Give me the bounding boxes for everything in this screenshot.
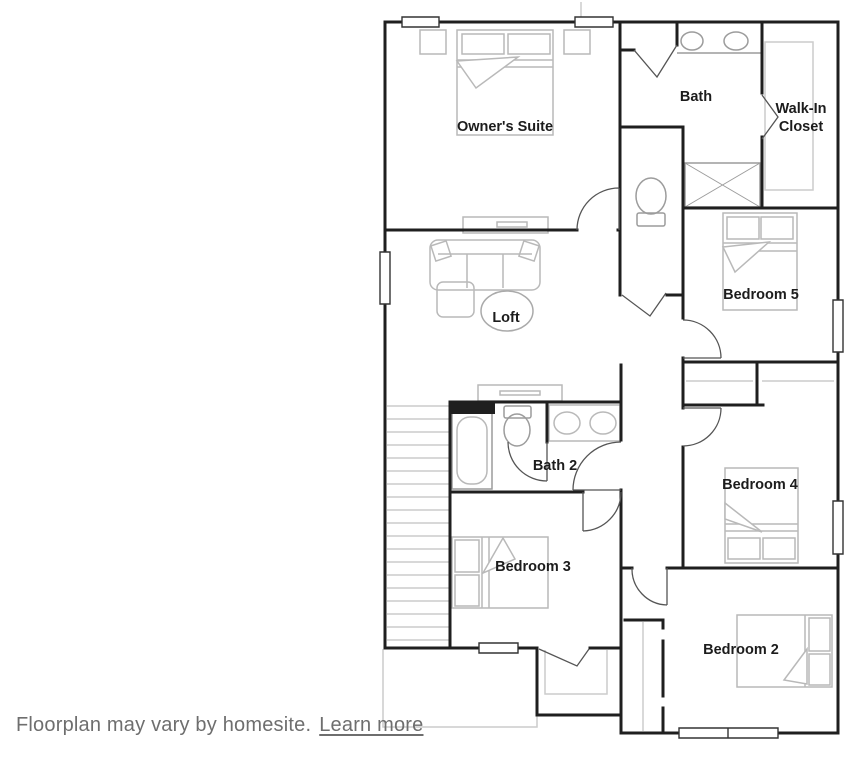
room-label-bedroom-4: Bedroom 4	[722, 477, 798, 493]
room-label-bedroom-5: Bedroom 5	[723, 287, 799, 303]
learn-more-link[interactable]: Learn more	[319, 714, 424, 736]
window	[833, 501, 843, 554]
dresser-handle	[497, 222, 527, 227]
pillow	[761, 217, 793, 239]
bed-bedroom-2	[737, 615, 832, 687]
nightstand	[564, 30, 590, 54]
disclaimer-text: Floorplan may vary by homesite.	[16, 714, 312, 736]
blanket-fold	[784, 649, 807, 684]
window	[479, 643, 518, 653]
window	[575, 17, 613, 27]
pillow	[727, 217, 759, 239]
plumbing-wall	[450, 402, 495, 414]
exterior-walls	[385, 22, 838, 733]
sectional-sofa	[430, 240, 540, 317]
bed-owners-suite	[457, 30, 553, 135]
toilet-fixture	[504, 406, 531, 446]
pillow	[728, 538, 760, 559]
toilet-fixture	[636, 178, 666, 226]
door-bedroom-4	[683, 408, 721, 446]
pillow	[455, 540, 479, 572]
room-labels: Owner's Suite Bath Walk-In Closet Bedroo…	[457, 89, 827, 658]
sofa-arm	[431, 241, 451, 261]
furniture-layer	[420, 30, 834, 731]
room-label-bath: Bath	[680, 89, 712, 105]
room-label-bedroom-3: Bedroom 3	[495, 559, 571, 575]
interior-walls	[385, 22, 838, 733]
sofa-arm	[519, 241, 539, 261]
blanket-fold	[723, 242, 769, 272]
loft-furniture	[430, 240, 562, 401]
bath-fixtures	[636, 32, 762, 226]
unit-outline-gray	[383, 2, 581, 727]
console-table	[478, 385, 562, 401]
stairs	[387, 406, 449, 640]
shower	[685, 163, 760, 207]
pillow	[462, 34, 504, 54]
bath-2-fixtures	[452, 405, 620, 489]
door-bath-2-inner	[508, 442, 547, 481]
bed-bedroom-5	[723, 213, 797, 310]
bathtub	[452, 412, 492, 489]
console-detail	[500, 391, 540, 395]
pillow	[809, 618, 830, 651]
stair-treads	[387, 406, 449, 640]
floorplan-disclaimer: Floorplan may vary by homesite. Learn mor…	[16, 714, 424, 737]
windows	[380, 17, 843, 738]
blanket-fold	[483, 538, 515, 573]
door-bath-2-entry	[573, 442, 621, 490]
pillow	[763, 538, 795, 559]
door-water-closet	[622, 293, 666, 316]
bed-bedroom-4	[725, 468, 798, 563]
walls	[385, 22, 838, 733]
window	[833, 300, 843, 352]
room-label-walk-in-closet-line1: Walk-In	[775, 101, 826, 117]
sink	[590, 412, 616, 434]
dresser	[463, 217, 548, 233]
owners-suite-furniture	[420, 30, 590, 233]
nightstand	[420, 30, 446, 54]
doors	[508, 45, 778, 666]
pillow	[508, 34, 550, 54]
sink	[724, 32, 748, 50]
door-bedroom-3	[583, 492, 621, 531]
room-label-walk-in-closet-line2: Closet	[779, 119, 823, 135]
room-label-owners-suite: Owner's Suite	[457, 119, 553, 135]
bed-bedroom-3	[452, 537, 548, 608]
room-label-loft: Loft	[492, 310, 520, 326]
shower-door	[634, 45, 677, 77]
chaise	[437, 282, 474, 317]
loft-rug	[481, 291, 533, 331]
sink	[554, 412, 580, 434]
door-bedroom-5	[683, 320, 721, 358]
pillow	[809, 654, 830, 685]
closet-shelf	[545, 650, 607, 694]
sink	[681, 32, 703, 50]
door-owners-suite	[577, 188, 619, 230]
room-label-bath-2: Bath 2	[533, 458, 577, 474]
window	[380, 252, 390, 304]
closet-shelf	[765, 42, 813, 190]
bifold-closet-door	[539, 649, 589, 666]
door-walk-in-closet	[762, 95, 778, 139]
blanket-fold	[725, 503, 762, 532]
pillow	[455, 575, 479, 606]
vanity	[549, 405, 620, 441]
room-label-bedroom-2: Bedroom 2	[703, 642, 779, 658]
window	[402, 17, 439, 27]
blanket-fold	[457, 57, 518, 88]
door-bedroom-2	[632, 568, 667, 605]
